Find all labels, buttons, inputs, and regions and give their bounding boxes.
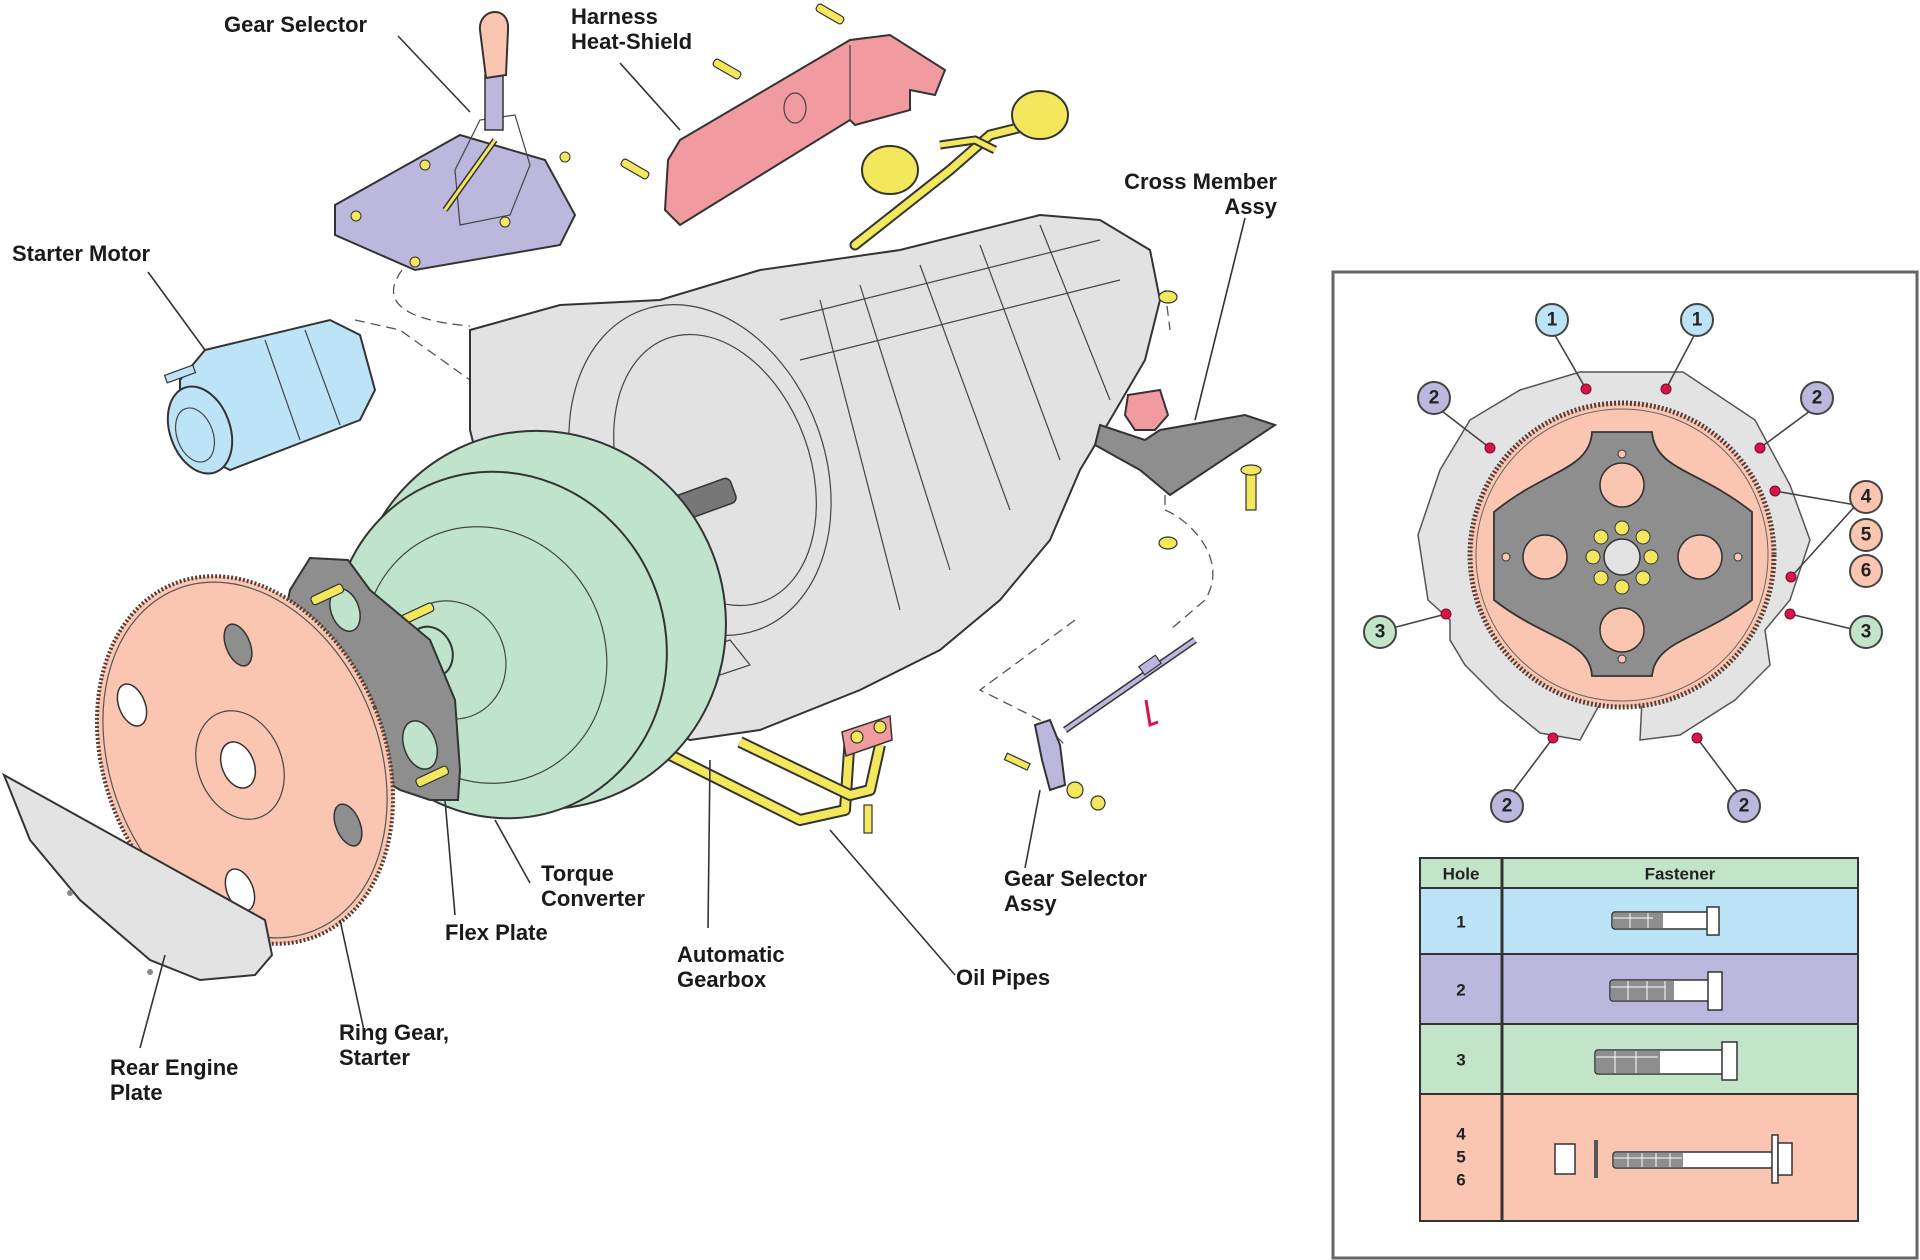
starter-motor — [163, 318, 377, 475]
label-rear-engine-plate-line1: Rear Engine — [110, 1055, 238, 1080]
hex-bolt-long-icon — [1594, 1041, 1738, 1081]
engine-mount — [1123, 388, 1170, 431]
callout-hole-2: 2 — [1727, 789, 1761, 823]
label-torque-converter-line2: Converter — [541, 886, 645, 911]
label-ring-gear-line2: Starter — [339, 1045, 410, 1070]
callout-hole-6: 6 — [1849, 554, 1883, 588]
label-cross-member-line1: Cross Member — [1124, 169, 1277, 194]
hex-bolt-medium-icon — [1609, 971, 1723, 1011]
label-gear-selector: Gear Selector — [224, 12, 368, 37]
selector-clip — [1144, 699, 1159, 728]
svg-text:3: 3 — [1375, 622, 1386, 643]
oil-pipes — [647, 714, 893, 834]
svg-text:3: 3 — [1861, 622, 1872, 643]
callout-hole-1: 1 — [1680, 303, 1714, 337]
label-automatic-gearbox-line1: Automatic — [677, 942, 785, 967]
table-header — [1419, 857, 1859, 889]
flex-plate — [278, 556, 462, 801]
label-oil-pipes: Oil Pipes — [956, 965, 1050, 990]
hex-bolt-short-icon — [1611, 906, 1720, 936]
inset-flex-plate — [1493, 431, 1753, 677]
svg-text:1: 1 — [1547, 310, 1558, 331]
harness-heat-shield — [663, 33, 947, 227]
svg-text:2: 2 — [1456, 981, 1465, 1000]
gear-selector-cable — [1003, 637, 1197, 811]
rear-engine-plate — [2, 772, 274, 982]
table-header-fastener: Fastener — [1645, 865, 1716, 884]
svg-text:2: 2 — [1812, 388, 1823, 409]
svg-text:2: 2 — [1429, 388, 1440, 409]
nut-washer-flange-bolt-icon — [1554, 1134, 1793, 1184]
ring-gear — [94, 574, 396, 946]
svg-text:3: 3 — [1456, 1051, 1465, 1070]
table-header-hole: Hole — [1443, 865, 1480, 884]
table-row: 1 — [1419, 887, 1859, 955]
svg-text:4: 4 — [1861, 487, 1872, 508]
label-ring-gear-line1: Ring Gear, — [339, 1020, 449, 1045]
heat-shield-bolts — [620, 3, 845, 180]
harness-connector — [1011, 90, 1069, 140]
gear-selector — [334, 11, 577, 272]
cross-member — [1093, 290, 1278, 550]
nut-icon — [1554, 1143, 1576, 1175]
label-gear-selector-assy-line2: Assy — [1004, 891, 1057, 916]
harness-connector — [861, 145, 919, 195]
leader-lines — [139, 35, 1246, 1049]
inset-callouts: 1 1 2 2 2 2 3 3 — [1363, 303, 1883, 823]
label-cross-member-line2: Assy — [1224, 194, 1277, 219]
svg-text:4: 4 — [1456, 1125, 1466, 1144]
table-row: 3 — [1419, 1023, 1859, 1095]
table-row: 4 5 6 — [1419, 1093, 1859, 1222]
callout-hole-2: 2 — [1490, 789, 1524, 823]
inset-hole-markers — [1380, 329, 1861, 799]
label-flex-plate: Flex Plate — [445, 920, 548, 945]
label-harness-heat-shield-line2: Heat-Shield — [571, 29, 692, 54]
callout-hole-3: 3 — [1363, 615, 1397, 649]
svg-text:1: 1 — [1456, 913, 1465, 932]
fastener-table: Hole Fastener 1 2 — [1419, 857, 1859, 1222]
svg-text:6: 6 — [1456, 1171, 1465, 1190]
label-starter-motor: Starter Motor — [12, 241, 151, 266]
selector-bracket — [1033, 718, 1067, 792]
label-automatic-gearbox-line2: Gearbox — [677, 967, 767, 992]
callout-hole-4: 4 — [1849, 480, 1883, 514]
svg-text:5: 5 — [1456, 1148, 1465, 1167]
wiring-harness — [849, 90, 1069, 251]
table-row: 2 — [1419, 953, 1859, 1025]
oil-pipe-bolt — [863, 804, 873, 834]
label-torque-converter-line1: Torque — [541, 861, 614, 886]
svg-text:5: 5 — [1861, 525, 1872, 546]
washer-icon — [1594, 1140, 1598, 1178]
svg-text:6: 6 — [1861, 561, 1872, 582]
callout-hole-5: 5 — [1849, 518, 1883, 552]
callout-hole-2: 2 — [1417, 381, 1451, 415]
label-harness-heat-shield-line1: Harness — [571, 4, 658, 29]
svg-text:2: 2 — [1502, 796, 1513, 817]
callout-hole-1: 1 — [1535, 303, 1569, 337]
svg-text:1: 1 — [1692, 310, 1703, 331]
callout-hole-3: 3 — [1849, 615, 1883, 649]
label-rear-engine-plate-line2: Plate — [110, 1080, 163, 1105]
callout-hole-2: 2 — [1800, 381, 1834, 415]
label-gear-selector-assy-line1: Gear Selector — [1004, 866, 1148, 891]
svg-text:2: 2 — [1739, 796, 1750, 817]
